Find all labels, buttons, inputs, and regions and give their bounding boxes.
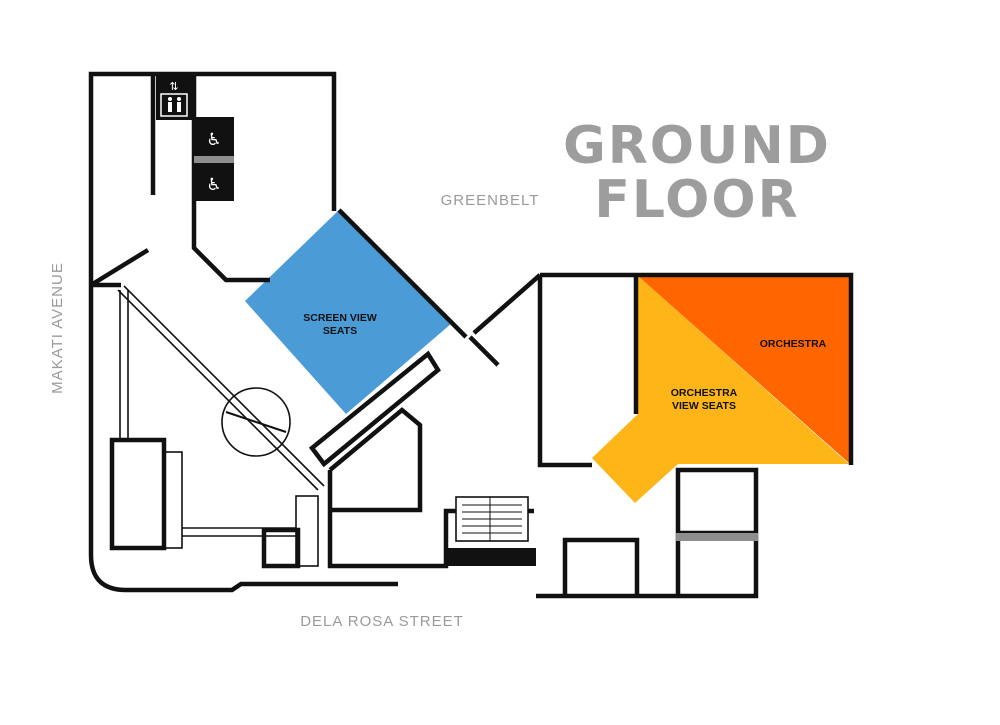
- stairs-icon: [455, 496, 529, 542]
- orchestra-view-label-line-1: ORCHESTRA: [671, 387, 738, 399]
- screen-view-label-line-1: SCREEN VIEW: [303, 312, 377, 324]
- booth-right-seat: [295, 495, 319, 567]
- street-label-west: MAKATI AVENUE: [49, 262, 66, 394]
- title-line-1: GROUND: [563, 116, 831, 176]
- gray-divider-restroom: [194, 156, 234, 164]
- svg-text:♿: ♿: [206, 175, 221, 195]
- orchestra-view-label-line-2: VIEW SEATS: [672, 400, 736, 412]
- gray-divider-east: [676, 533, 758, 541]
- screen-view-label-line-2: SEATS: [323, 325, 357, 337]
- wall-screen-side-diag: [337, 208, 468, 339]
- black-block: [448, 548, 536, 566]
- title-line-2: FLOOR: [594, 170, 799, 230]
- wall-connector: [468, 273, 542, 367]
- wall-west-building-south: [88, 285, 398, 593]
- screen-view-seats-zone[interactable]: [245, 210, 452, 414]
- revolving-door-divider: [225, 411, 287, 433]
- glass-wall-vertical: [119, 290, 129, 440]
- orchestra-zone[interactable]: [638, 276, 850, 464]
- wall-east-building: [537, 272, 854, 468]
- orchestra-view-seats-zone[interactable]: [592, 276, 849, 503]
- street-label-north: GREENBELT: [441, 192, 540, 209]
- booth-left-seat: [163, 451, 183, 549]
- svg-text:⇅: ⇅: [169, 80, 178, 93]
- booth-right: [261, 527, 301, 569]
- booth-left: [109, 437, 167, 551]
- accessible-restroom-male-icon: ♿: [194, 163, 234, 201]
- street-label-south: DELA ROSA STREET: [300, 613, 464, 630]
- glass-wall-diagonal: [117, 285, 325, 491]
- wall-west-building-outer: [88, 71, 337, 285]
- wall-west-diagonal: [89, 248, 150, 287]
- accessible-restroom-female-icon: ♿: [194, 117, 234, 157]
- svg-text:♿: ♿: [206, 130, 221, 150]
- wall-angled-panel: [308, 350, 441, 468]
- orchestra-label: ORCHESTRA: [760, 338, 827, 350]
- elevator-icon: ⇅: [156, 76, 192, 120]
- revolving-door[interactable]: [221, 387, 291, 457]
